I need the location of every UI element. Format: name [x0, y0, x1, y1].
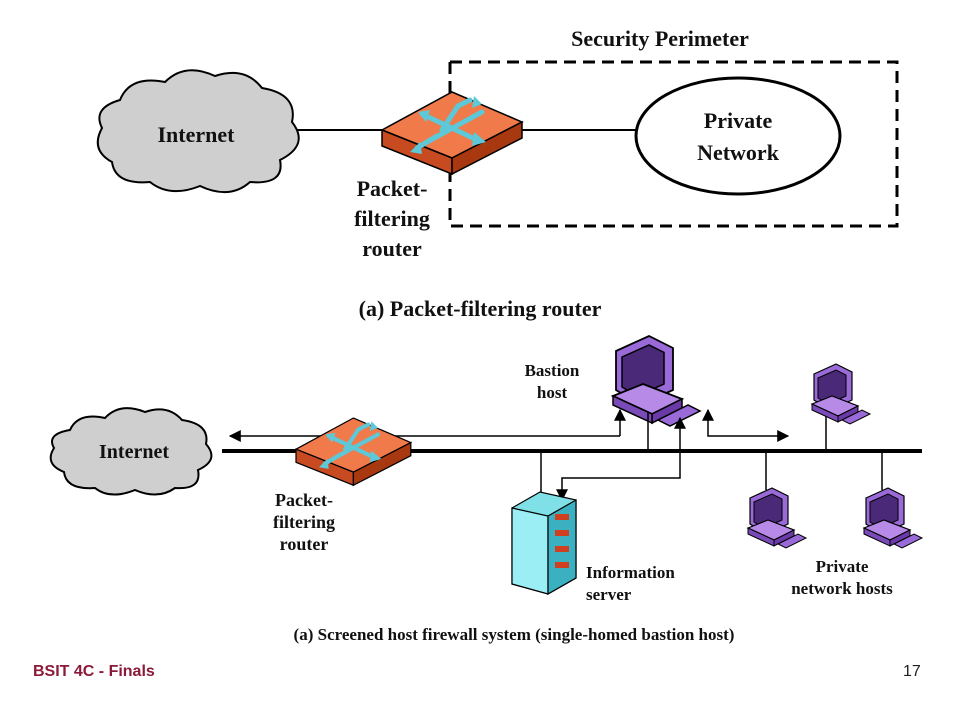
caption-a: (a) Packet-filtering router	[359, 296, 602, 321]
diagram-b: Internet Packet- filtering router Bastio…	[49, 335, 923, 644]
internet-label: Internet	[99, 441, 169, 463]
diagram-a: Internet Security Perimeter Packet- filt…	[96, 26, 899, 321]
router-label-1: Packet-	[275, 490, 333, 510]
router-label-3: router	[280, 534, 329, 554]
router-label-3: router	[362, 236, 422, 261]
bastion-label-2: host	[537, 383, 568, 402]
info-server-label-1: Information	[586, 563, 675, 582]
router-label-2: filtering	[354, 206, 430, 231]
internet-label: Internet	[158, 122, 236, 147]
private-hosts-label-2: network hosts	[791, 579, 893, 598]
security-perimeter-label: Security Perimeter	[571, 26, 749, 51]
private-host-icon	[811, 363, 871, 425]
private-network-label-2: Network	[697, 140, 780, 165]
internet-cloud-icon	[49, 407, 213, 496]
security-perimeter-box	[448, 60, 899, 228]
bastion-label-1: Bastion	[525, 361, 580, 380]
router-icon	[382, 92, 522, 174]
private-network-ellipse	[634, 76, 842, 196]
page-number: 17	[903, 663, 921, 680]
private-network-label-1: Private	[704, 108, 773, 133]
private-host-icon	[747, 487, 807, 549]
bastion-host-icon	[612, 335, 701, 427]
private-host-icon	[863, 487, 923, 549]
information-server-icon	[511, 491, 577, 596]
caption-b: (a) Screened host firewall system (singl…	[294, 625, 735, 644]
router-label-1: Packet-	[357, 176, 428, 201]
private-hosts-label-1: Private	[816, 557, 869, 576]
footer-course-label: BSIT 4C - Finals	[33, 663, 155, 680]
info-server-label-2: server	[586, 585, 632, 604]
router-icon	[296, 418, 411, 485]
internet-cloud-icon	[96, 69, 300, 193]
router-label-2: filtering	[273, 512, 335, 532]
